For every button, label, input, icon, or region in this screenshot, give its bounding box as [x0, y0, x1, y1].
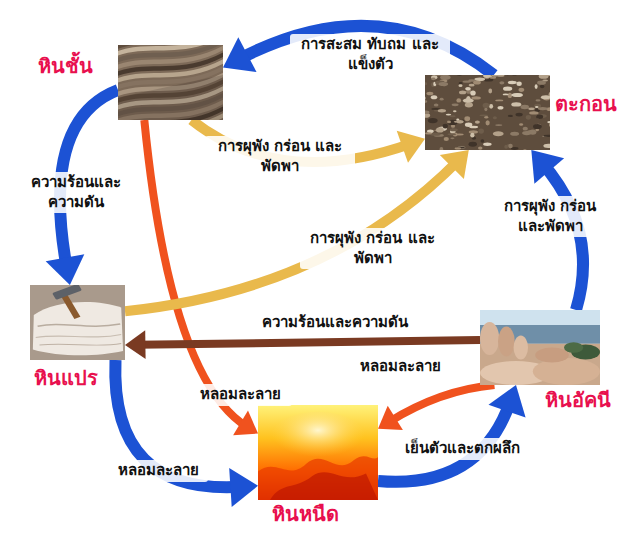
rock-name: ตะกอน [555, 92, 617, 116]
arrow-shaft [125, 160, 459, 311]
arrow-head [233, 411, 258, 436]
rock-name: หินชั้น [38, 54, 93, 78]
arrow-shaft [238, 26, 494, 75]
rock-name: หินหนืด [272, 502, 339, 526]
arrow-shaft [388, 385, 494, 422]
arrow-head [46, 254, 85, 285]
rock-node: หินแปร [30, 285, 125, 360]
rock-node: หินอัคนี [480, 310, 600, 385]
cycle-arrow [378, 385, 494, 430]
arrow-head [397, 131, 425, 163]
process-label: เย็นตัวและตกผลึก [392, 438, 532, 460]
arrow-head [125, 330, 146, 359]
arrow-head [229, 468, 258, 507]
arrow-head [440, 150, 469, 179]
cycle-arrow [115, 360, 258, 507]
rock-illustration [30, 285, 125, 360]
process-label: หลอมละลาย [188, 384, 292, 406]
process-label: การผุพัง กร่อน และพัดพา [300, 228, 445, 269]
process-label: หลอมละลาย [350, 356, 450, 378]
rock-name: หินอัคนี [545, 388, 611, 412]
cycle-arrow [378, 385, 526, 482]
process-label: การสะสม ทับถม และแข็งตัว [290, 34, 450, 75]
process-label: การผุพัง กร่อน และพัดพา [488, 196, 612, 237]
arrow-shaft [137, 340, 480, 345]
arrow-head [531, 150, 564, 184]
rock-node: ตะกอน [425, 75, 550, 150]
rock-illustration [480, 310, 600, 385]
rock-name: หินแปร [34, 366, 98, 390]
process-label: หลอมละลาย [108, 460, 208, 482]
rock-illustration [118, 45, 223, 120]
cycle-arrow [223, 26, 494, 75]
cycle-arrow [125, 330, 480, 359]
process-label: การผุพัง กร่อน และพัดพา [205, 136, 355, 177]
rock-illustration [425, 75, 550, 150]
arrow-head [223, 37, 257, 72]
arrow-head [378, 406, 403, 430]
rock-node: หินชั้น [118, 45, 223, 120]
arrow-head [489, 385, 526, 418]
rock-illustration [258, 405, 378, 500]
process-label: ความร้อนและความดัน [215, 312, 455, 334]
rock-node: หินหนืด [258, 405, 378, 500]
process-label: ความร้อนและ ความดัน [12, 172, 140, 213]
